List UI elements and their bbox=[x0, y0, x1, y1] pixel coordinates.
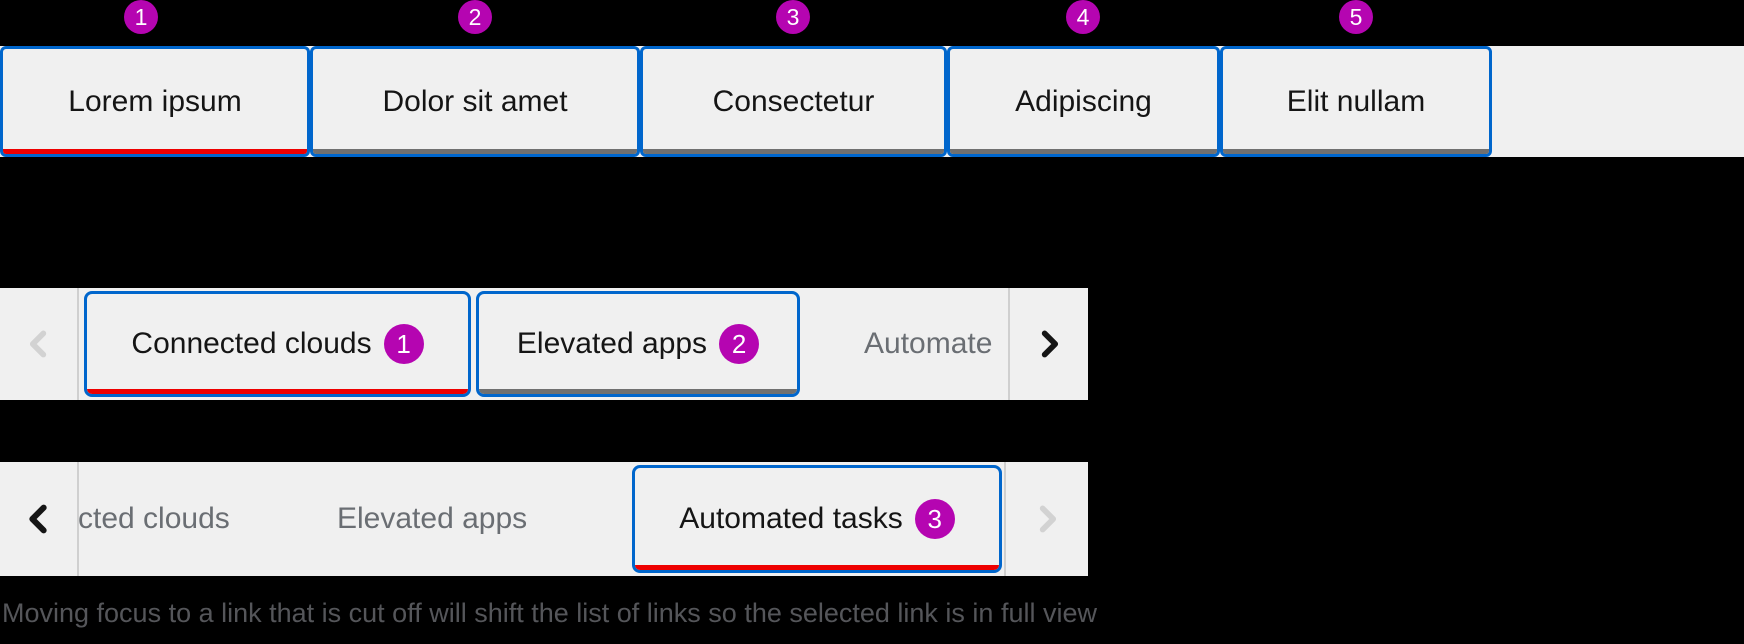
middle-tab-bar: Connected clouds 1 Elevated apps 2 Autom… bbox=[0, 288, 1088, 400]
scroll-forward-button[interactable] bbox=[1006, 462, 1088, 576]
unselected-underline bbox=[1223, 149, 1489, 154]
chevron-left-icon bbox=[23, 503, 55, 535]
selected-underline bbox=[87, 389, 468, 394]
selected-underline bbox=[635, 565, 999, 570]
scroll-divider bbox=[1004, 462, 1006, 576]
tab-label: Elit nullam bbox=[1286, 84, 1426, 118]
caption-text: Moving focus to a link that is cut off w… bbox=[2, 598, 1097, 628]
tab-connected-clouds[interactable]: Connected clouds 1 bbox=[84, 291, 471, 397]
tab-lorem-ipsum[interactable]: Lorem ipsum bbox=[0, 46, 310, 157]
chevron-left-icon bbox=[24, 329, 54, 359]
annotation-badge-3: 3 bbox=[776, 0, 810, 34]
tab-automated-tasks[interactable]: Automated tasks 3 bbox=[632, 465, 1002, 573]
tab-connected-clouds-cut-off[interactable]: cted clouds bbox=[78, 502, 230, 535]
selected-underline bbox=[3, 149, 307, 154]
tab-label: Lorem ipsum bbox=[68, 84, 242, 118]
tab-label: Elevated apps bbox=[516, 327, 708, 360]
annotation-badge-1: 1 bbox=[124, 0, 158, 34]
chevron-right-icon bbox=[1032, 504, 1062, 534]
unselected-underline bbox=[643, 149, 944, 154]
tab-label: Consectetur bbox=[712, 84, 875, 118]
scroll-forward-button[interactable] bbox=[1010, 288, 1088, 400]
scroll-divider bbox=[77, 288, 79, 400]
annotation-badge-3: 3 bbox=[914, 499, 955, 539]
chevron-right-icon bbox=[1034, 329, 1064, 359]
tab-dolor-sit-amet[interactable]: Dolor sit amet bbox=[310, 46, 640, 157]
tab-label: Automated tasks bbox=[679, 502, 903, 535]
scroll-back-button[interactable] bbox=[0, 288, 77, 400]
tab-adipiscing[interactable]: Adipiscing bbox=[947, 46, 1220, 157]
annotation-badge-5: 5 bbox=[1339, 0, 1373, 34]
scroll-divider bbox=[1008, 288, 1010, 400]
unselected-underline bbox=[950, 149, 1217, 154]
top-tab-bar: Lorem ipsum Dolor sit amet Consectetur A… bbox=[0, 46, 1744, 157]
tab-label: Connected clouds bbox=[131, 327, 372, 360]
annotation-badge-2: 2 bbox=[719, 324, 760, 364]
bottom-tab-bar: cted clouds Elevated apps Automated task… bbox=[0, 462, 1088, 576]
annotation-badge-2: 2 bbox=[458, 0, 492, 34]
tab-elevated-apps[interactable]: Elevated apps bbox=[337, 502, 528, 535]
tab-elit-nullam[interactable]: Elit nullam bbox=[1220, 46, 1492, 157]
unselected-underline bbox=[479, 389, 797, 394]
tab-consectetur[interactable]: Consectetur bbox=[640, 46, 947, 157]
tab-automate-cut-off[interactable]: Automate bbox=[864, 327, 993, 360]
scroll-back-button[interactable] bbox=[0, 462, 77, 576]
tab-label: Dolor sit amet bbox=[382, 84, 568, 118]
tab-elevated-apps[interactable]: Elevated apps 2 bbox=[476, 291, 800, 397]
tab-label: Adipiscing bbox=[1015, 84, 1152, 118]
annotation-badge-1: 1 bbox=[383, 324, 424, 364]
annotation-badge-4: 4 bbox=[1066, 0, 1100, 34]
scroll-divider bbox=[77, 462, 79, 576]
unselected-underline bbox=[313, 149, 637, 154]
